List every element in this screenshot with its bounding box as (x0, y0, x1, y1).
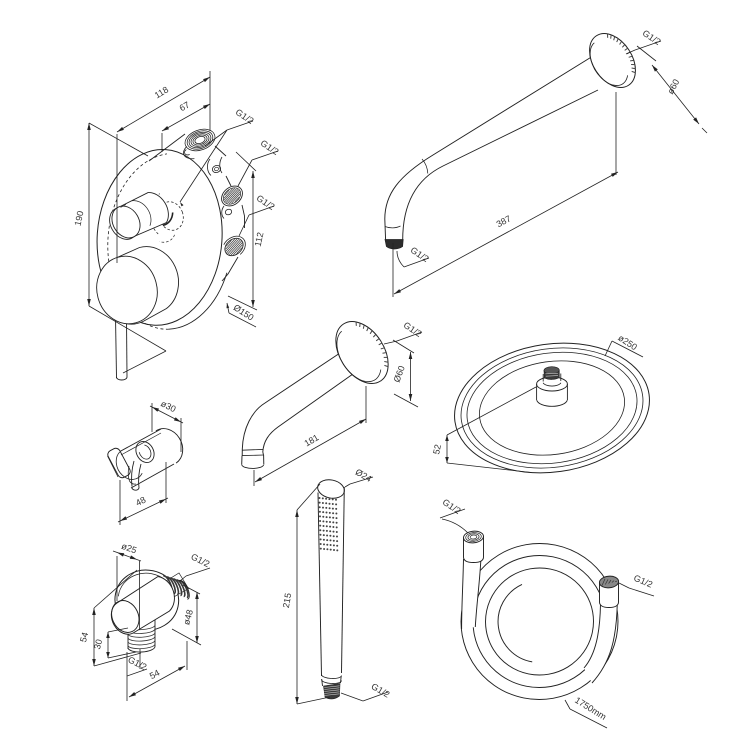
svg-text:52: 52 (431, 443, 443, 455)
svg-text:54: 54 (78, 631, 90, 643)
svg-text:48: 48 (134, 495, 147, 508)
svg-text:ø25: ø25 (120, 541, 138, 556)
svg-text:ø48: ø48 (181, 608, 195, 626)
svg-text:54: 54 (148, 668, 162, 682)
svg-text:190: 190 (73, 210, 86, 227)
svg-text:215: 215 (281, 592, 293, 609)
svg-text:112: 112 (253, 231, 266, 247)
svg-text:67: 67 (178, 100, 192, 114)
svg-text:30: 30 (92, 638, 104, 650)
